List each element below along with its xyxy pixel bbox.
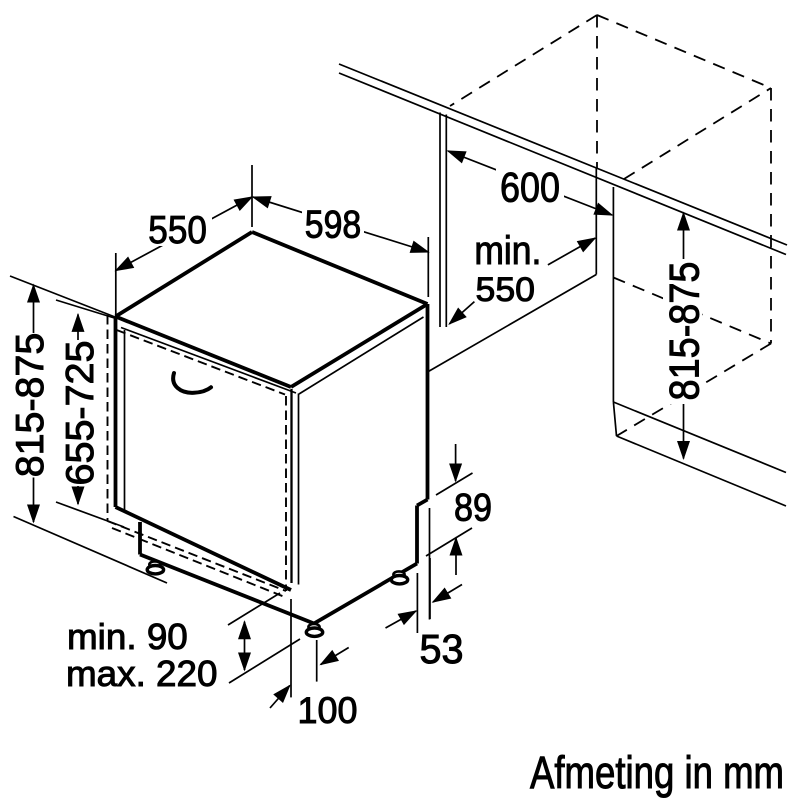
svg-text:600: 600	[500, 163, 560, 210]
svg-text:815-875: 815-875	[9, 333, 52, 478]
svg-text:max. 220: max. 220	[66, 653, 218, 694]
svg-text:89: 89	[454, 487, 492, 530]
svg-text:min. 90: min. 90	[67, 616, 188, 657]
svg-text:550: 550	[476, 271, 536, 309]
svg-text:Afmeting in mm: Afmeting in mm	[530, 747, 784, 798]
svg-text:min.: min.	[474, 229, 541, 273]
svg-text:53: 53	[420, 626, 464, 672]
svg-text:550: 550	[148, 209, 207, 252]
svg-text:815-875: 815-875	[661, 262, 708, 401]
svg-text:100: 100	[298, 690, 358, 731]
svg-text:655-725: 655-725	[59, 341, 102, 486]
svg-text:598: 598	[305, 204, 361, 247]
